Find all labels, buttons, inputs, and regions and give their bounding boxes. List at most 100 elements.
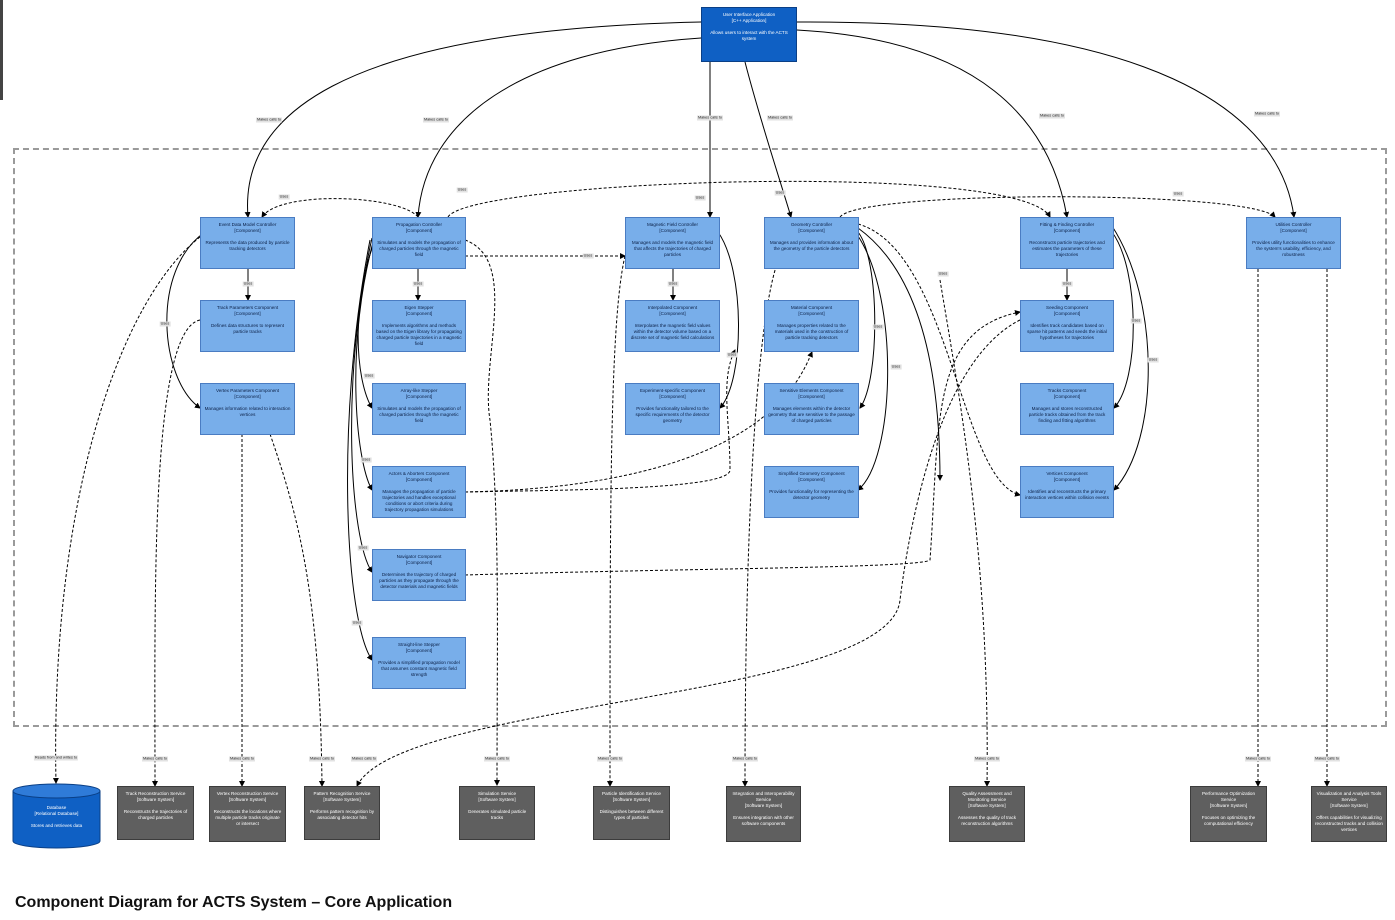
relationship-label: Uses (937, 271, 949, 277)
relationship-label: Uses (360, 457, 372, 463)
visualization-analysis-tools-service[interactable]: Visualization and Analysis Tools Service… (1311, 786, 1387, 842)
node-kind: [Component] (234, 311, 261, 316)
node-name: Actors & Aborters Component (388, 471, 450, 476)
node-description: Provides a simplified propagation model … (378, 660, 460, 677)
node-name: Track Reconstruction Service (125, 791, 186, 796)
relationship-label: Makes calls to (731, 756, 759, 762)
node-description: Distinguishes between different types of… (599, 809, 664, 820)
relationship-label: Uses (694, 195, 706, 201)
relationship-label: Makes calls to (766, 115, 794, 121)
node-name: Sensitive Elements Component (779, 388, 844, 393)
relationship-label: Makes calls to (973, 756, 1001, 762)
seeding-component[interactable]: Seeding Component [Component] Identifies… (1020, 300, 1114, 352)
node-name: Pattern Recognition Service (313, 791, 371, 796)
node-kind: [Component] (234, 228, 261, 233)
node-kind: [C++ Application] (731, 18, 767, 23)
pattern-recognition-service[interactable]: Pattern Recognition Service [Software Sy… (304, 786, 380, 840)
node-description: Reconstructs the trajectories of charged… (123, 809, 188, 820)
node-name: Experiment-specific Component (639, 388, 706, 393)
vertex-reconstruction-service[interactable]: Vertex Reconstruction Service [Software … (209, 786, 286, 842)
vertex-parameters-component[interactable]: Vertex Parameters Component [Component] … (200, 383, 295, 435)
simulation-service[interactable]: Simulation Service [Software System] Gen… (459, 786, 535, 840)
node-description: Manages the propagation of particle traj… (382, 489, 456, 512)
relationship-label: Uses (351, 620, 363, 626)
actors-aborters-component[interactable]: Actors & Aborters Component [Component] … (372, 466, 466, 518)
node-name: Vertex Parameters Component (215, 388, 280, 393)
tracks-component[interactable]: Tracks Component [Component] Manages and… (1020, 383, 1114, 435)
array-like-stepper[interactable]: Array-like Stepper [Component] Simulates… (372, 383, 466, 435)
relationship-label: Makes calls to (255, 117, 283, 123)
node-kind: [Software System] (478, 797, 516, 802)
geometry-controller[interactable]: Geometry Controller [Component] Manages … (764, 217, 859, 269)
node-kind: [Component] (405, 477, 433, 482)
node-name: Fitting & Finding Controller (1039, 222, 1095, 227)
eigen-stepper[interactable]: Eigen Stepper [Component] Implements alg… (372, 300, 466, 352)
node-name: User Interface Application (722, 12, 776, 17)
particle-identification-service[interactable]: Particle Identification Service [Softwar… (593, 786, 670, 840)
propagation-controller[interactable]: Propagation Controller [Component] Simul… (372, 217, 466, 269)
node-name: Geometry Controller (790, 222, 833, 227)
node-kind: [Component] (1280, 228, 1307, 233)
node-description: Generates simulated particle tracks (467, 809, 527, 820)
node-name: Eigen Stepper (404, 305, 434, 310)
node-name: Simplified Geometry Component (778, 471, 845, 476)
sensitive-elements-component[interactable]: Sensitive Elements Component [Component]… (764, 383, 859, 435)
node-kind: [Component] (1053, 477, 1081, 482)
node-kind: [Component] (405, 228, 433, 233)
relationship-label: Makes calls to (422, 117, 450, 123)
interpolated-component[interactable]: Interpolated Component [Component] Inter… (625, 300, 720, 352)
node-description: Manages properties related to the materi… (774, 323, 849, 340)
track-parameters-component[interactable]: Track Parameters Component [Component] D… (200, 300, 295, 352)
performance-optimization-service[interactable]: Performance Optimization Service [Softwa… (1190, 786, 1267, 842)
relationship-label: Uses (357, 545, 369, 551)
relationship-label: Makes calls to (141, 756, 169, 762)
node-description: Implements algorithms and methods based … (376, 323, 462, 346)
utilities-controller[interactable]: Utilities Controller [Component] Provide… (1246, 217, 1341, 269)
node-name: Utilities Controller (1275, 222, 1312, 227)
node-description: Ensures integration with other software … (733, 815, 794, 826)
node-description: Determines the trajectory of charged par… (379, 572, 459, 589)
material-component[interactable]: Material Component [Component] Manages p… (764, 300, 859, 352)
relationship-label: Uses (667, 281, 679, 287)
node-kind: [Component] (1053, 228, 1081, 233)
straight-line-stepper[interactable]: Straight-line Stepper [Component] Provid… (372, 637, 466, 689)
user-interface-application[interactable]: User Interface Application [C++ Applicat… (701, 7, 797, 62)
navigator-component[interactable]: Navigator Component [Component] Determin… (372, 549, 466, 601)
experiment-specific-component[interactable]: Experiment-specific Component [Component… (625, 383, 720, 435)
node-description: Reconstructs particle trajectories and e… (1029, 240, 1105, 257)
relationship-label: Makes calls to (596, 756, 624, 762)
node-kind: [Component] (1053, 394, 1081, 399)
node-kind: [Software System] (1330, 803, 1368, 808)
vertices-component[interactable]: Vertices Component [Component] Identifie… (1020, 466, 1114, 518)
relationship-label: Makes calls to (483, 756, 511, 762)
database-cylinder-icon (12, 783, 101, 849)
relationship-label: Uses (159, 321, 171, 327)
simplified-geometry-component[interactable]: Simplified Geometry Component [Component… (764, 466, 859, 518)
node-description: Assesses the quality of track reconstruc… (957, 815, 1017, 826)
relationship-label: Uses (1147, 357, 1159, 363)
node-name: Navigator Component (396, 554, 442, 559)
node-kind: [Software System] (968, 803, 1006, 808)
relationship-label: Makes calls to (1253, 111, 1281, 117)
node-description: Defines data structures to represent par… (210, 323, 285, 334)
node-description: Identifies and reconstructs the primary … (1025, 489, 1109, 500)
node-name: Seeding Component (1046, 305, 1088, 310)
fitting-finding-controller[interactable]: Fitting & Finding Controller [Component]… (1020, 217, 1114, 269)
node-name: Simulation Service (477, 791, 517, 796)
relationship-label: Uses (278, 194, 290, 200)
integration-interoperability-service[interactable]: Integration and Interoperability Service… (726, 786, 801, 842)
track-reconstruction-service[interactable]: Track Reconstruction Service [Software S… (117, 786, 194, 840)
node-kind: [Component] (659, 228, 686, 233)
node-kind: [Component] (405, 560, 433, 565)
magnetic-field-controller[interactable]: Magnetic Field Controller [Component] Ma… (625, 217, 720, 269)
node-name: Integration and Interoperability Service (732, 791, 795, 802)
quality-assessment-monitoring-service[interactable]: Quality Assessment and Monitoring Servic… (949, 786, 1025, 842)
relationship-label: Uses (890, 364, 902, 370)
event-data-model-controller[interactable]: Event Data Model Controller [Component] … (200, 217, 295, 269)
database[interactable]: Database [Relational Database] Stores an… (12, 783, 101, 849)
relationship-label: Uses (1130, 318, 1142, 324)
node-name: Database (46, 805, 67, 810)
node-kind: [Software System] (323, 797, 361, 802)
node-description: Simulates and models the propagation of … (377, 240, 461, 257)
